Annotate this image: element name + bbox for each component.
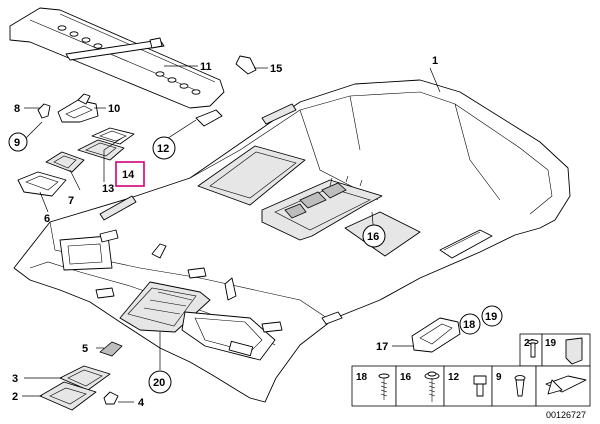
washer-screw-icon bbox=[424, 371, 440, 402]
cover-7[interactable] bbox=[45, 151, 85, 173]
svg-text:10: 10 bbox=[108, 103, 120, 115]
svg-text:12: 12 bbox=[157, 143, 169, 155]
svg-text:13: 13 bbox=[102, 183, 114, 195]
callout-9 bbox=[8, 132, 28, 152]
switch-5[interactable] bbox=[99, 341, 123, 357]
pin-icon bbox=[527, 339, 539, 358]
nut-icon bbox=[473, 375, 487, 397]
svg-text:2: 2 bbox=[12, 391, 18, 403]
clip-8[interactable] bbox=[37, 103, 51, 119]
fastener-table: 20 19 18 16 12 9 bbox=[351, 333, 591, 420]
callout-16 bbox=[362, 224, 386, 248]
svg-text:6: 6 bbox=[44, 213, 50, 225]
cover-13[interactable] bbox=[91, 127, 135, 145]
arrow-icon bbox=[545, 375, 587, 395]
cover-panel-11[interactable] bbox=[9, 7, 225, 109]
callout-19 bbox=[481, 305, 503, 327]
svg-text:9: 9 bbox=[14, 137, 20, 149]
light-unit-17[interactable] bbox=[411, 317, 461, 353]
svg-text:18: 18 bbox=[463, 319, 475, 331]
screw-icon bbox=[378, 373, 390, 400]
bracket-10[interactable] bbox=[57, 93, 99, 123]
cell-16 bbox=[395, 365, 445, 407]
svg-text:15: 15 bbox=[270, 63, 282, 75]
cover-14[interactable] bbox=[77, 139, 125, 161]
bracket-12[interactable] bbox=[195, 109, 223, 127]
cover-3[interactable] bbox=[59, 365, 111, 391]
svg-text:00126727: 00126727 bbox=[546, 410, 586, 420]
callout-12 bbox=[152, 136, 176, 160]
part-labels: 1 11 15 8 10 9 12 13 14 7 6 16 18 19 17 … bbox=[8, 55, 503, 409]
svg-text:18: 18 bbox=[356, 372, 368, 383]
callout-18 bbox=[459, 313, 481, 335]
cover-6[interactable] bbox=[17, 171, 67, 197]
cell-9 bbox=[491, 365, 537, 407]
clip-icon bbox=[565, 337, 583, 365]
callout-20 bbox=[148, 370, 172, 394]
svg-text:3: 3 bbox=[12, 373, 18, 385]
svg-text:1: 1 bbox=[432, 55, 438, 67]
svg-text:5: 5 bbox=[82, 343, 88, 355]
svg-text:19: 19 bbox=[485, 311, 497, 323]
cell-12 bbox=[443, 365, 493, 407]
highlight-box bbox=[115, 161, 145, 187]
clip-15[interactable] bbox=[235, 55, 257, 75]
svg-text:14: 14 bbox=[122, 169, 135, 181]
svg-text:17: 17 bbox=[376, 341, 388, 353]
svg-text:16: 16 bbox=[400, 372, 412, 383]
svg-text:11: 11 bbox=[200, 61, 212, 73]
svg-text:20: 20 bbox=[153, 377, 165, 389]
svg-text:12: 12 bbox=[448, 372, 460, 383]
clip-4[interactable] bbox=[103, 391, 119, 405]
svg-text:8: 8 bbox=[14, 103, 20, 115]
cover-2[interactable] bbox=[39, 381, 97, 411]
headliner[interactable] bbox=[13, 79, 571, 403]
svg-text:9: 9 bbox=[496, 372, 502, 383]
spring-clip-icon bbox=[514, 375, 526, 397]
svg-text:4: 4 bbox=[138, 397, 145, 409]
svg-text:7: 7 bbox=[68, 195, 74, 207]
svg-text:19: 19 bbox=[545, 338, 557, 349]
svg-text:16: 16 bbox=[367, 231, 379, 243]
